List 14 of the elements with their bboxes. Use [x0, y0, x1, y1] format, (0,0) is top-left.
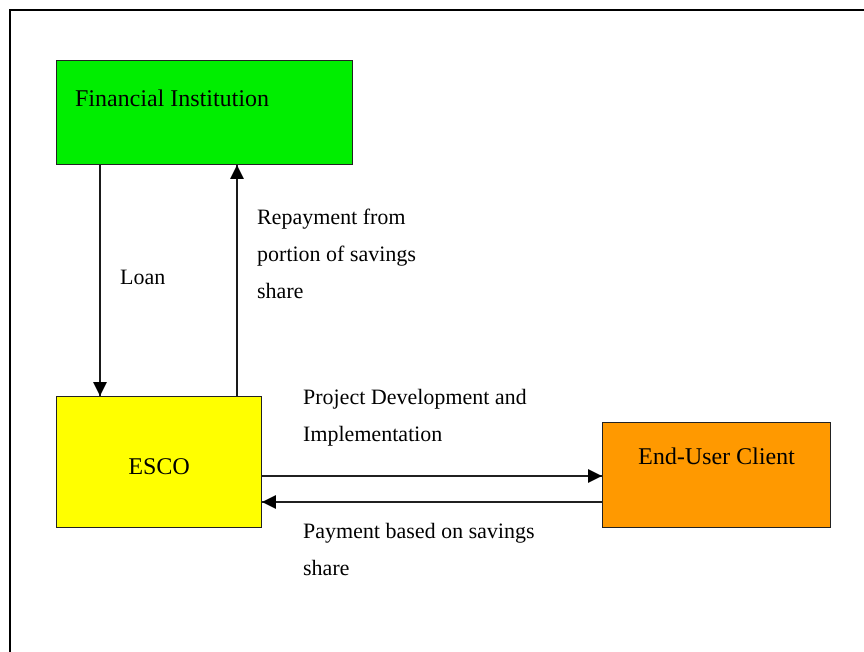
arrow — [93, 165, 107, 396]
box-label: Financial Institution — [75, 85, 269, 114]
arrow — [230, 165, 244, 396]
edge-label: Repayment from portion of savings share — [257, 203, 417, 305]
process-box — [602, 422, 831, 528]
edge-label: Project Development and Implementation — [303, 383, 528, 448]
process-box — [56, 60, 353, 165]
arrow — [262, 469, 602, 483]
edge-label: Loan — [120, 263, 166, 291]
arrow — [262, 495, 602, 509]
edge-label: Payment based on savings share — [303, 517, 536, 582]
process-box — [56, 396, 262, 528]
box-label: ESCO — [127, 453, 191, 482]
box-label: End-User Client — [637, 443, 796, 472]
